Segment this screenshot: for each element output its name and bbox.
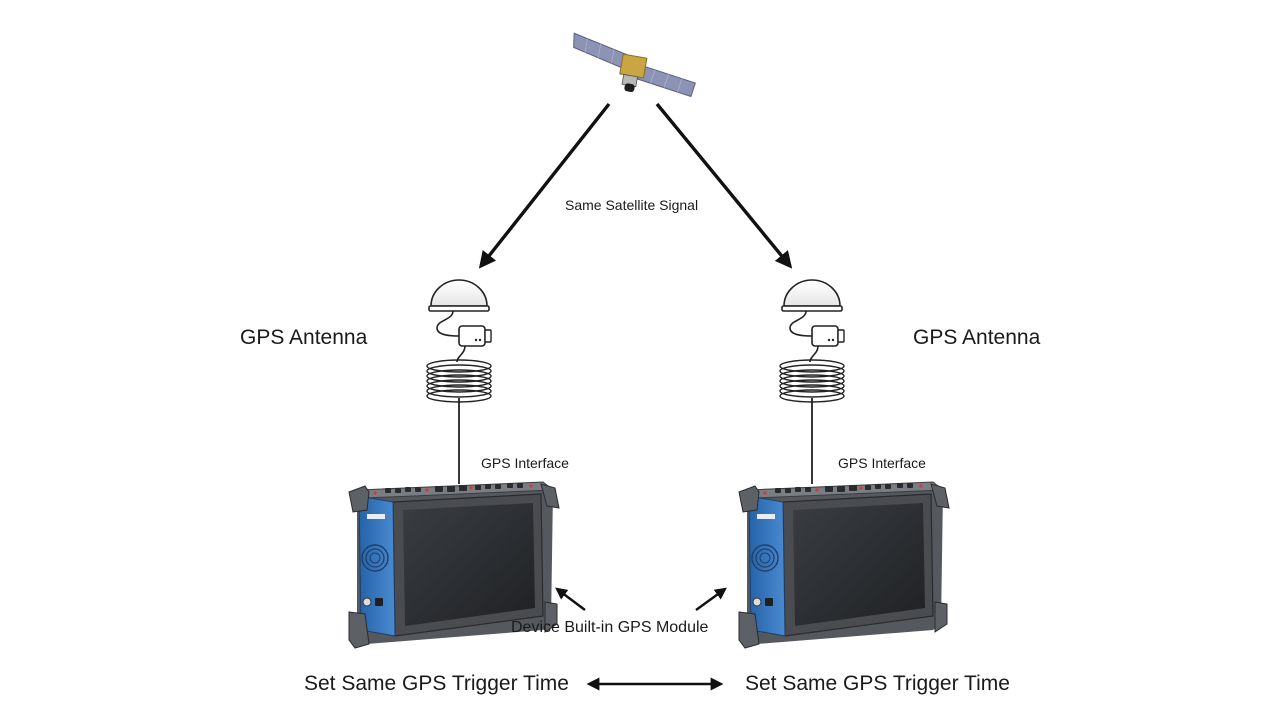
antenna-label-left: GPS Antenna <box>240 326 368 349</box>
module-arrow-right <box>695 587 727 611</box>
interface-label-left: GPS Interface <box>481 455 569 471</box>
module-arrow-left <box>555 587 586 611</box>
interface-label-right: GPS Interface <box>838 455 926 471</box>
trigger-label-left: Set Same GPS Trigger Time <box>304 672 569 695</box>
gps-antenna-right-icon <box>779 279 845 403</box>
signal-arrow-left <box>478 102 611 269</box>
gps-antenna-left-icon <box>426 279 492 403</box>
antenna-label-right: GPS Antenna <box>913 326 1041 349</box>
trigger-label-right: Set Same GPS Trigger Time <box>745 672 1010 695</box>
satellite-icon <box>573 32 696 98</box>
signal-arrow-right <box>655 102 793 269</box>
module-label: Device Built-in GPS Module <box>511 619 709 636</box>
test-device-right-icon <box>738 481 950 649</box>
signal-label: Same Satellite Signal <box>565 197 699 213</box>
